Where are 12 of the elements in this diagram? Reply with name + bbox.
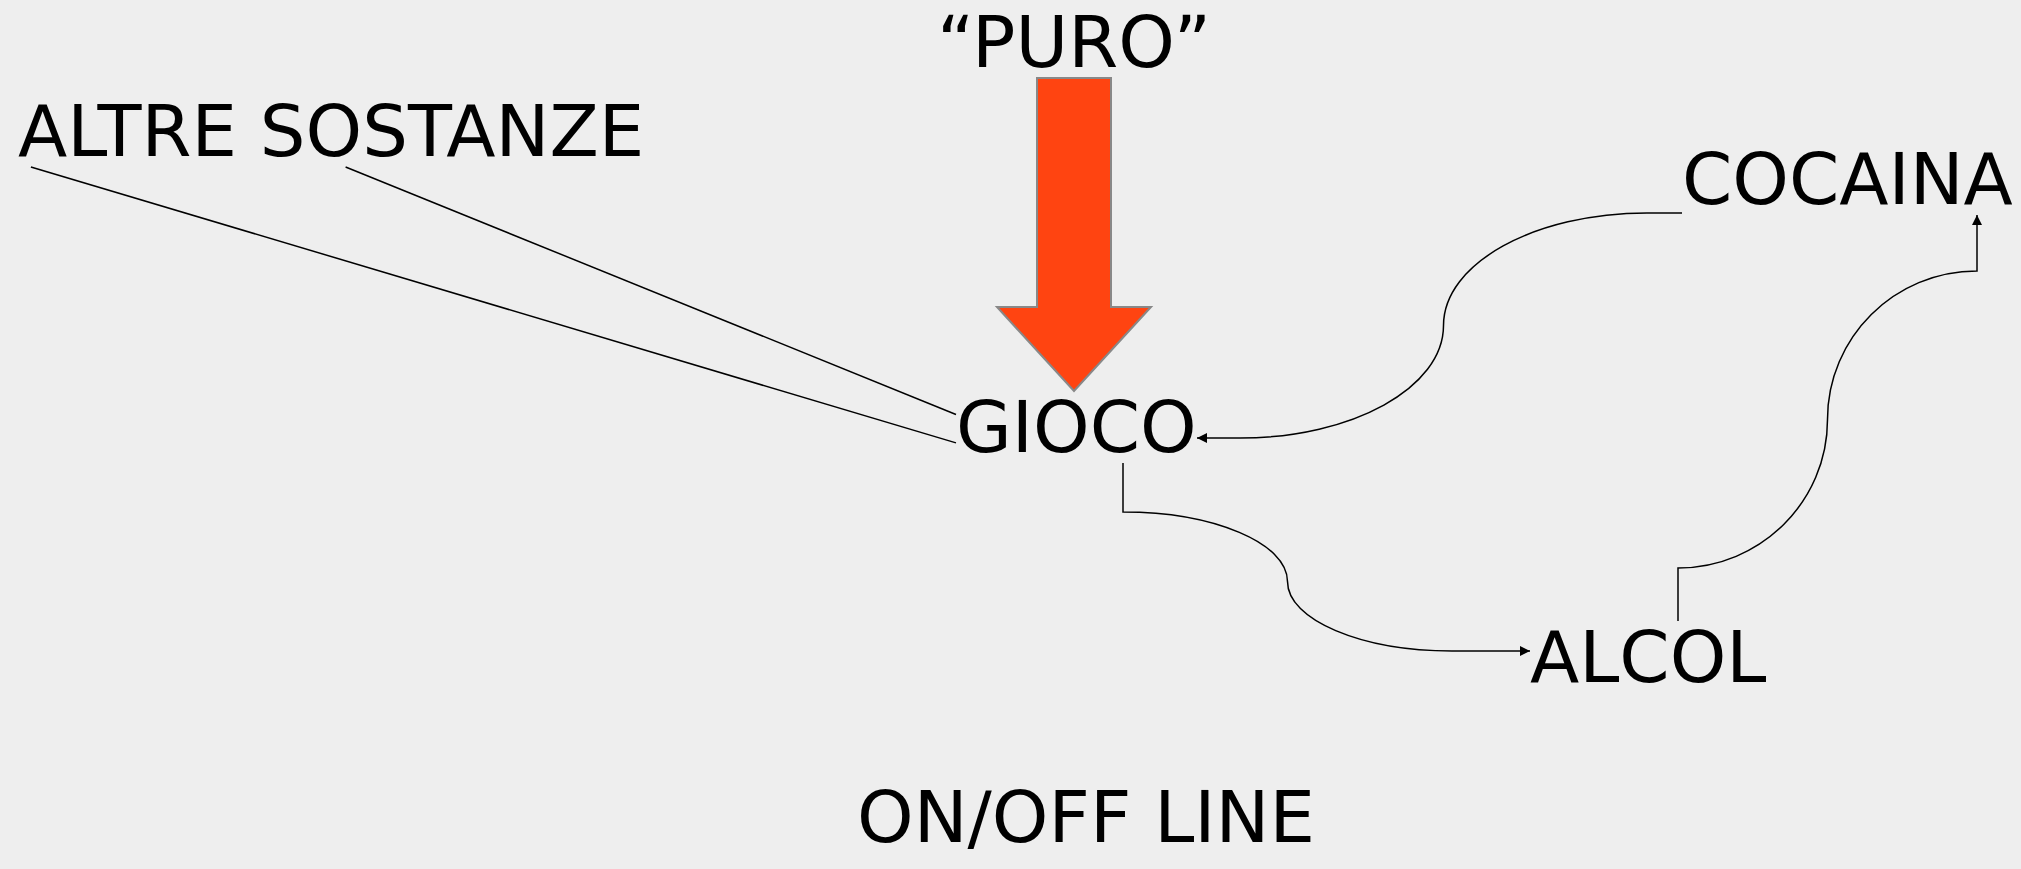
line	[344, 166, 957, 416]
text-label: ON/OFF LINE	[857, 781, 1315, 853]
line	[30, 166, 957, 444]
text-label: ALCOL	[1530, 621, 1767, 693]
text-label: GIOCO	[956, 391, 1197, 463]
curved-arrow	[1122, 462, 1531, 656]
curved-arrow	[1196, 212, 1683, 443]
text-label: COCAINA	[1682, 143, 2013, 215]
text-label: “PURO”	[937, 6, 1211, 78]
text-label: ALTRE SOSTANZE	[18, 95, 645, 167]
block-arrow	[994, 77, 1154, 393]
curved-arrow	[1677, 214, 1982, 622]
